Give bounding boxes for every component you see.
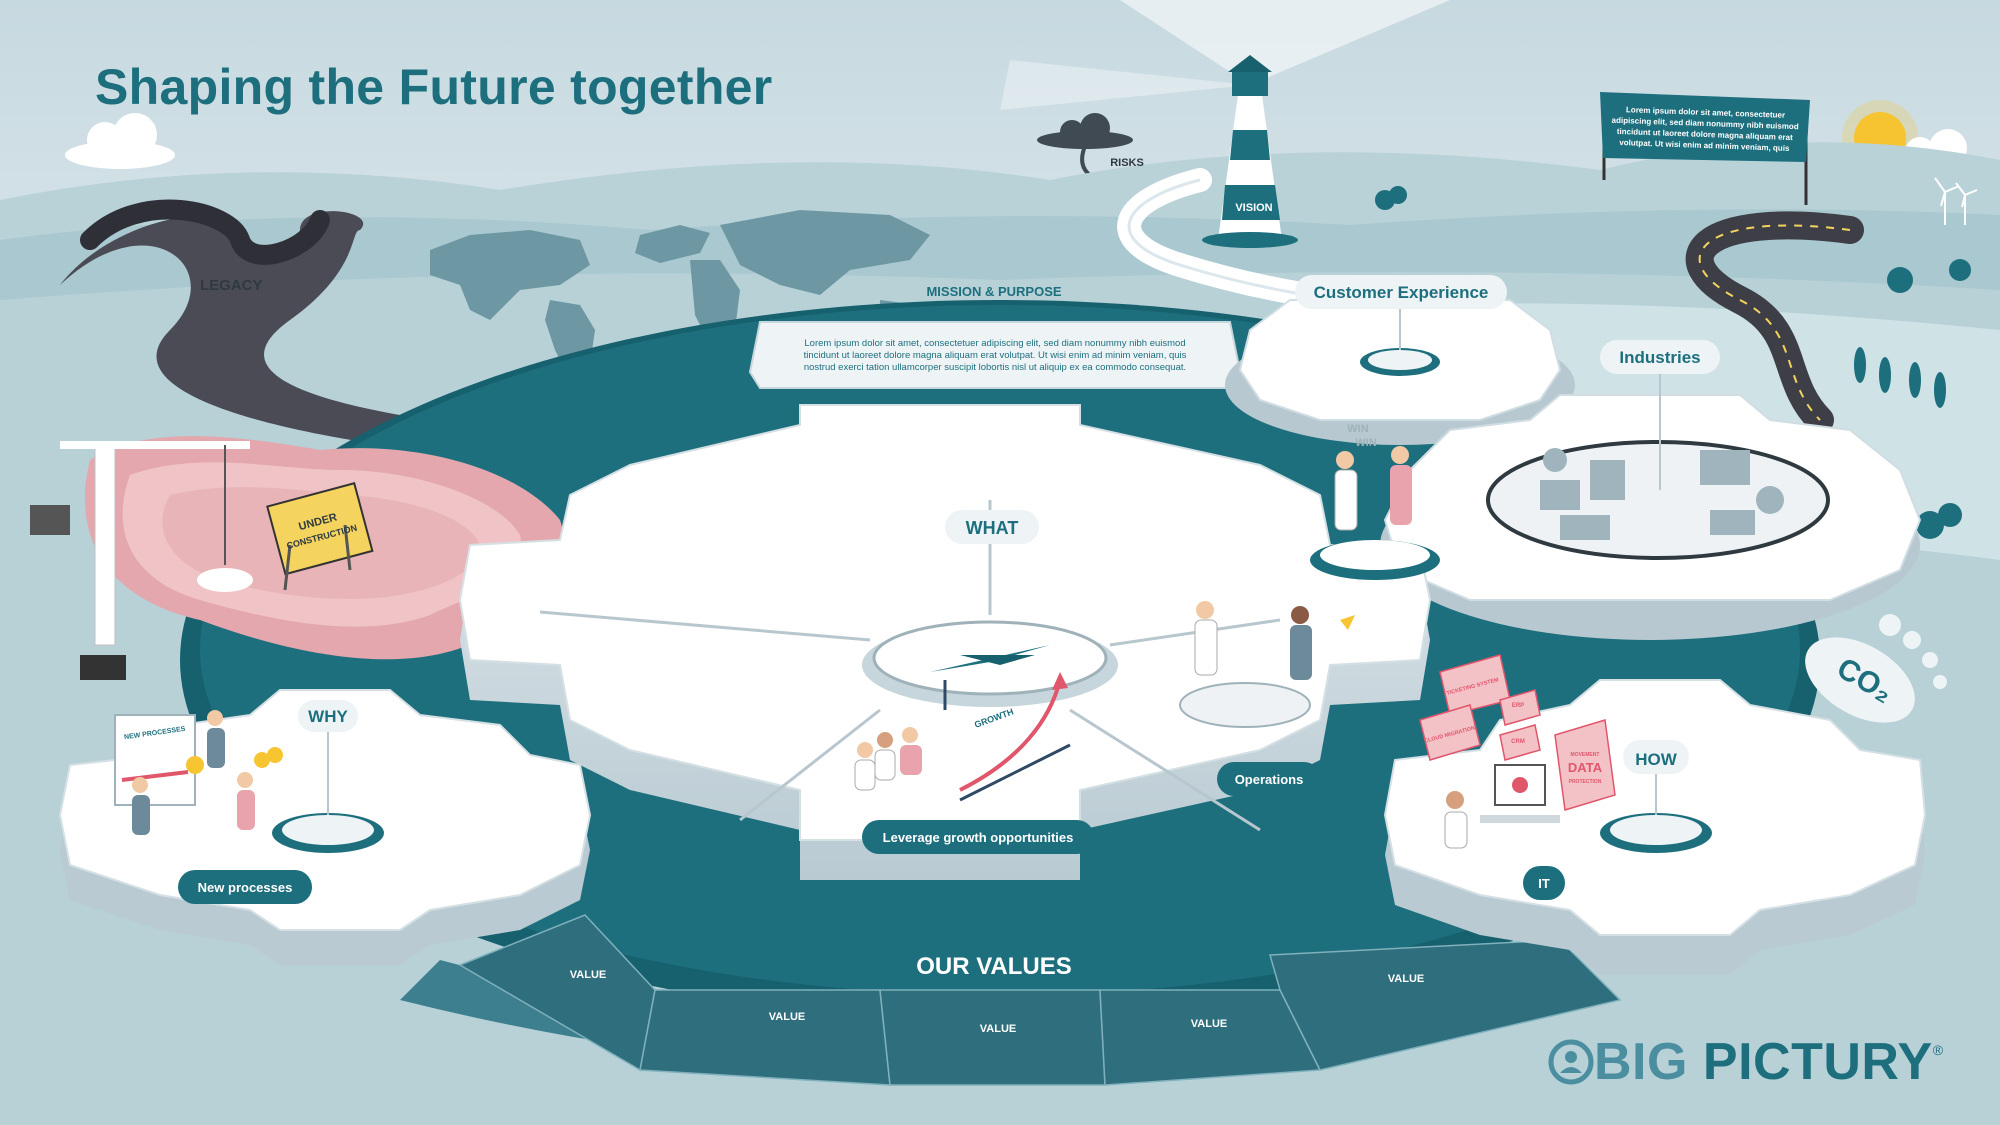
gear-industries <box>1380 394 1922 640</box>
mission-text-line2: tincidunt ut laoreet dolore magna aliqua… <box>804 350 1187 361</box>
vision-label: VISION <box>1235 202 1272 214</box>
win-label-2: WIN <box>1355 437 1376 449</box>
cloud-icon <box>65 113 175 169</box>
light-beam-left <box>1000 60 1250 110</box>
it-pill: IT <box>1538 876 1550 891</box>
brand-name-part2: PICTURY <box>1702 1033 1933 1091</box>
page-title: Shaping the Future together <box>95 59 773 115</box>
operations-scene <box>1179 601 1355 728</box>
mission-panel <box>748 321 1242 389</box>
it-tag-data: DATA <box>1568 760 1603 775</box>
it-tags <box>1419 654 1616 811</box>
it-tag-data-top: MOVEMENT <box>1571 752 1600 758</box>
legacy-label: LEGACY <box>200 277 263 294</box>
pill-backgrounds <box>178 275 1720 904</box>
value-label-2: VALUE <box>769 1011 805 1023</box>
mission-text-line3: nostrud exerci tation ullamcorper suscip… <box>804 362 1186 373</box>
gear-what <box>458 404 1432 880</box>
industries-label: Industries <box>1619 348 1700 367</box>
it-tag-erp: ERP <box>1512 703 1524 709</box>
tree-icon <box>1375 186 1971 539</box>
lighthouse <box>1202 55 1298 248</box>
value-label-4: VALUE <box>1191 1018 1227 1030</box>
construction-site <box>30 436 564 680</box>
risks-label: RISKS <box>1110 157 1144 169</box>
handshake-scene <box>1310 446 1440 580</box>
wind-turbine-icon <box>1934 177 1978 225</box>
co2-footprint-icon <box>1805 614 1947 723</box>
pill-connectors <box>327 309 1661 815</box>
light-beam <box>1120 0 1450 85</box>
how-label: HOW <box>1635 750 1678 769</box>
value-label-1: VALUE <box>570 969 606 981</box>
win-label-1: WIN <box>1347 423 1368 435</box>
legacy-road-edge <box>80 199 330 265</box>
brand-name: BIG PICTURY <box>1594 1032 1933 1092</box>
brand-name-part1: BIG <box>1594 1033 1688 1091</box>
legacy-road <box>60 211 600 470</box>
brand-logo: BIG PICTURY ® <box>1548 1032 1943 1092</box>
why-label: WHY <box>308 707 348 726</box>
strategy-label: STRATEGY <box>930 413 1059 440</box>
reliable-partner-label: RELIABLE PARTNER <box>1343 582 1404 588</box>
value-label-5: VALUE <box>1388 973 1424 985</box>
operations-pill: Operations <box>1235 772 1304 787</box>
values-band <box>400 914 1622 1086</box>
leverage-growth-pill: Leverage growth opportunities <box>883 830 1074 845</box>
mission-label: MISSION & PURPOSE <box>926 284 1061 299</box>
future-road-line <box>1698 224 1851 421</box>
it-tag-data-bottom: PROTECTION <box>1569 779 1602 785</box>
it-tag-crm: CRM <box>1511 739 1525 745</box>
mission-text-line1: Lorem ipsum dolor sit amet, consectetuer… <box>804 338 1185 349</box>
new-processes-pill: New processes <box>198 880 293 895</box>
customer-experience-label: Customer Experience <box>1314 283 1489 302</box>
gear-why <box>58 689 592 965</box>
brand-registered: ® <box>1932 1042 1944 1058</box>
what-label: WHAT <box>966 518 1019 538</box>
hill-banner <box>1600 92 1810 205</box>
brand-logo-icon <box>1548 1039 1594 1085</box>
our-values-label: OUR VALUES <box>916 953 1072 980</box>
value-label-3: VALUE <box>980 1023 1016 1035</box>
